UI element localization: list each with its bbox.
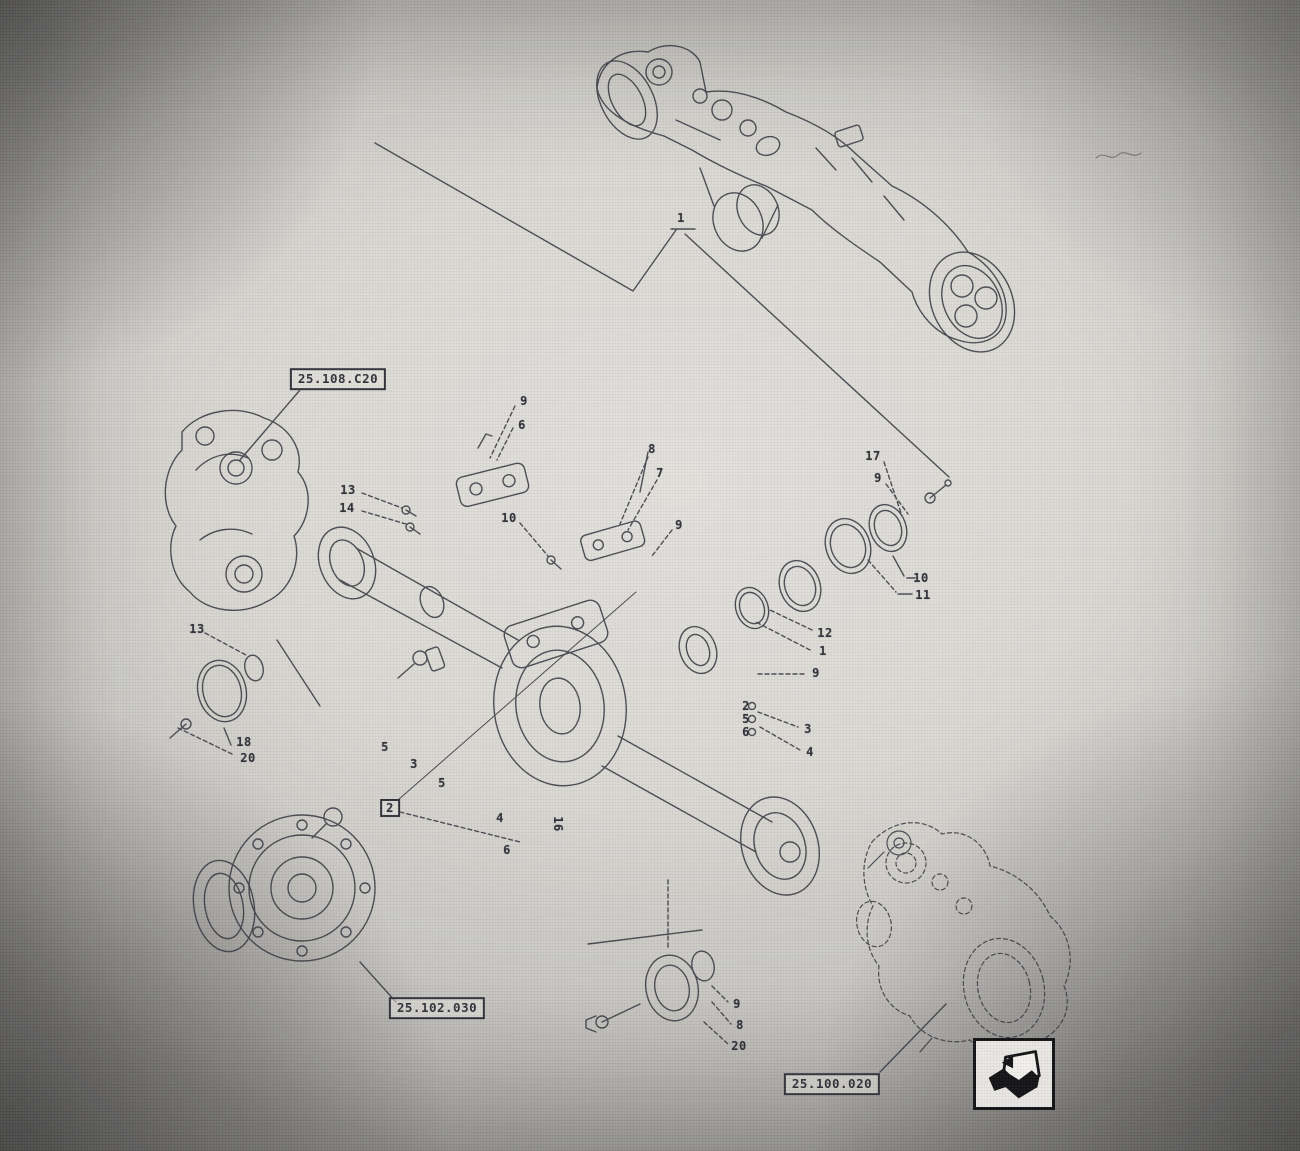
part-callout-20[interactable]: 20 [240,751,256,765]
axle-housing-art [317,526,821,896]
bottom-center-knuckle-art [585,879,947,1073]
ref-label-25-100-020[interactable]: 25.100.020 [783,1073,881,1095]
next-arrow-icon [988,1050,1041,1099]
part-callout-6[interactable]: 6 [503,843,511,857]
part-callout-10[interactable]: 10 [501,511,517,525]
part-callout-4[interactable]: 4 [806,745,814,759]
part-callout-9[interactable]: 9 [520,394,528,408]
knuckle-lower-right-art [855,822,1071,1054]
part-callout-4[interactable]: 4 [496,811,504,825]
part-callout-5[interactable]: 5 [381,740,389,754]
left-seal-art [169,632,264,755]
bolt-callout-13-14-art [361,492,421,535]
part-callout-17[interactable]: 17 [865,449,881,463]
ref-label-25-108-C20[interactable]: 25.108.C20 [289,368,387,390]
part-callout-8[interactable]: 8 [736,1018,744,1032]
part-callout-18[interactable]: 18 [236,735,252,749]
part-callout-16[interactable]: 16 [551,816,565,832]
differential-art [192,807,397,1003]
part-callout-9[interactable]: 9 [733,997,741,1011]
pen-squiggle [1095,152,1142,159]
knuckle-upper-left-art [164,389,321,707]
part-callout-5[interactable]: 5 [438,776,446,790]
part-callout-9[interactable]: 9 [675,518,683,532]
axle-assembly-art [596,45,1016,353]
part-callout-13[interactable]: 13 [189,622,205,636]
part-callout-5[interactable]: 5 [742,712,750,726]
part-callout-9[interactable]: 9 [812,666,820,680]
divider-line [374,142,950,478]
part-callout-11[interactable]: 11 [915,588,931,602]
part-callout-8[interactable]: 8 [648,442,656,456]
part-callout-3[interactable]: 3 [410,757,418,771]
part-callout-20[interactable]: 20 [731,1039,747,1053]
ref-label-25-102-030[interactable]: 25.102.030 [388,997,486,1019]
part-callout-10[interactable]: 10 [913,571,929,585]
next-section-button[interactable] [973,1038,1055,1110]
part-callout-12[interactable]: 12 [817,626,833,640]
part-callout-1[interactable]: 1 [677,211,685,225]
bracket-b-art [580,451,673,562]
bracket-a-art [455,405,562,570]
fastener-stack-art [747,701,801,751]
part-callout-14[interactable]: 14 [339,501,355,515]
seal-ring-row-art [734,461,952,675]
part-callout-9[interactable]: 9 [874,471,882,485]
part-callout-2[interactable]: 2 [742,699,750,713]
part-callout-6[interactable]: 6 [742,725,750,739]
part-callout-2[interactable]: 2 [380,799,400,817]
part-callout-1[interactable]: 1 [819,644,827,658]
part-callout-3[interactable]: 3 [804,722,812,736]
part-callout-6[interactable]: 6 [518,418,526,432]
part-callout-7[interactable]: 7 [656,466,664,480]
part-callout-13[interactable]: 13 [340,483,356,497]
